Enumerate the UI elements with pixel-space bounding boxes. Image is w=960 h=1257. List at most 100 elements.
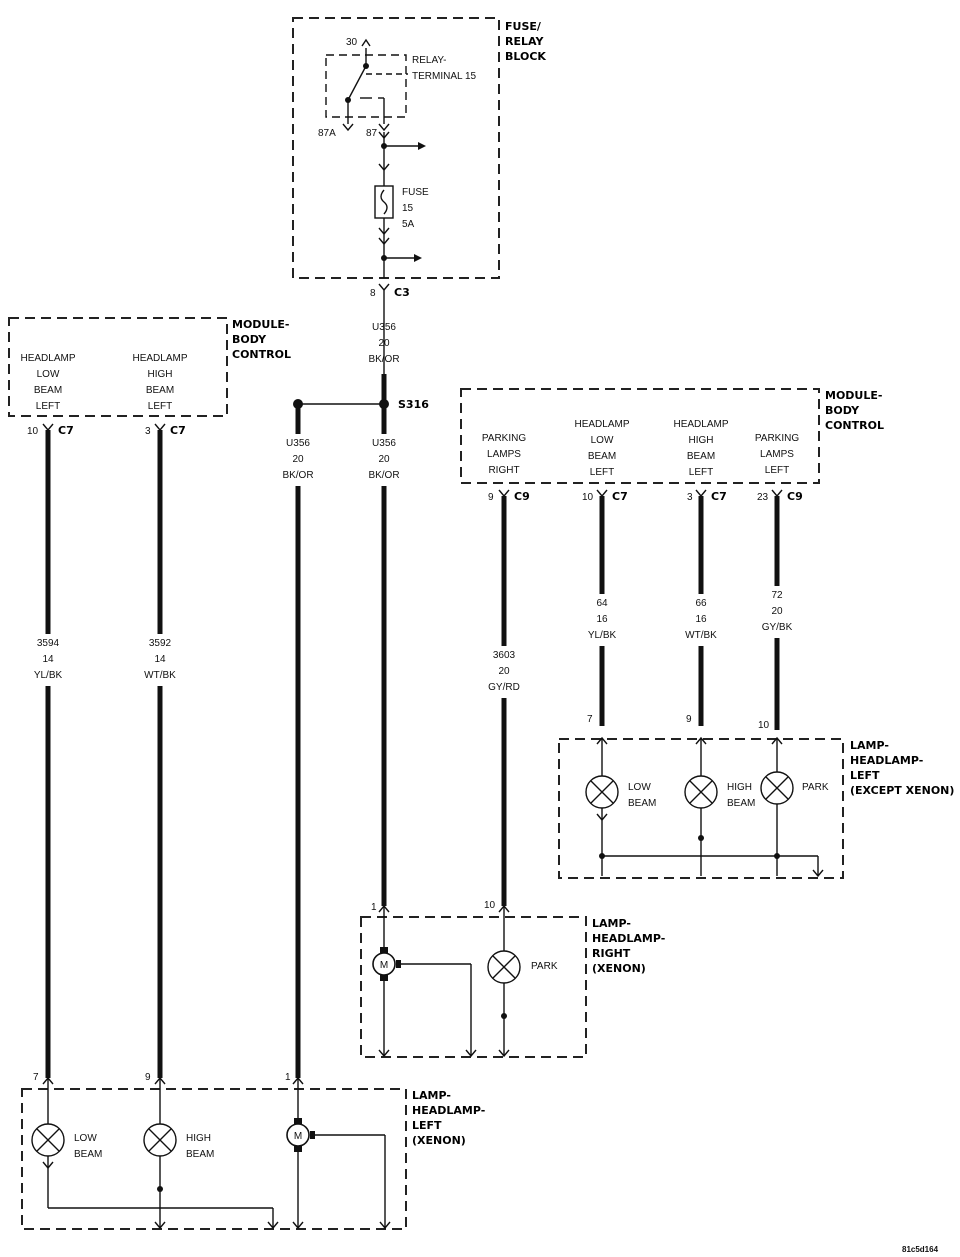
relay-pin-87a: 87A xyxy=(318,128,336,139)
u356-top-gauge: 20 xyxy=(378,338,390,349)
fuse-relay-title-2: RELAY xyxy=(505,35,544,48)
bcm-left-low-1: HEADLAMP xyxy=(20,353,75,364)
relay-pin-87a-terminal xyxy=(342,123,354,132)
lamp-except-title-1: LAMP- xyxy=(850,739,889,752)
wire-66-circuit: 66 xyxy=(695,598,707,609)
lamp-except-xenon-outline xyxy=(558,738,844,879)
relay-pin-87: 87 xyxy=(366,128,378,139)
lamp-right-title-3: RIGHT xyxy=(592,947,631,960)
bcm-left-high-3: BEAM xyxy=(146,385,174,396)
relay-pin-30: 30 xyxy=(346,37,358,48)
wire-64-color: YL/BK xyxy=(588,630,617,641)
wire-u356-a-label-bg xyxy=(276,434,320,486)
bcm-right-low-4: LEFT xyxy=(590,467,614,478)
c3-connector: 8 C3 U356 20 BK/OR xyxy=(368,283,410,374)
fuse-terminal-bottom-b xyxy=(378,237,390,246)
r-low-terminal xyxy=(596,489,608,498)
left-low-terminal xyxy=(42,423,54,432)
r-high-pin: 3 xyxy=(687,492,693,503)
bcm-left: MODULE- BODY CONTROL HEADLAMP LOW BEAM L… xyxy=(8,317,291,417)
bcm-left-low-3: BEAM xyxy=(34,385,62,396)
wire-u356-a-gauge: 20 xyxy=(292,454,304,465)
wire-3592-label-bg xyxy=(140,634,180,686)
r-high-terminal xyxy=(695,489,707,498)
relay-label-1: RELAY- xyxy=(412,55,446,66)
relay-pin-30-terminal xyxy=(361,38,371,47)
wire-64-circuit: 64 xyxy=(596,598,608,609)
lamp-right-park-ground-terminal xyxy=(498,1049,510,1058)
bcm-right-high-4: LEFT xyxy=(689,467,713,478)
lamp-except-pin-high: 9 xyxy=(686,714,692,725)
lamp-right-xenon: LAMP- HEADLAMP- RIGHT (XENON) 1 10 M PAR… xyxy=(360,900,665,1058)
lamp-right-motor-ground-terminal xyxy=(465,1049,477,1058)
lamp-except-pin-park: 10 xyxy=(758,720,770,731)
bcm-right-parkl-2: LAMPS xyxy=(760,449,794,460)
lamp-except-high-dot xyxy=(698,835,704,841)
right-park-bulb-cross xyxy=(492,955,516,979)
wire-72-gauge: 20 xyxy=(771,606,783,617)
splice-s316: S316 xyxy=(293,374,429,411)
wire-72-label-bg xyxy=(757,586,797,638)
bcm-right-title-1: MODULE- xyxy=(825,389,882,402)
bcm-right-parkr-2: LAMPS xyxy=(487,449,521,460)
c3-terminal-symbol xyxy=(378,283,390,292)
wire-u356-b-circuit: U356 xyxy=(372,438,396,449)
lamp-right-park-dot xyxy=(501,1013,507,1019)
bcm-left-low-2: LOW xyxy=(37,369,60,380)
wire-3603-label-bg xyxy=(484,646,524,698)
left-low-pin: 10 xyxy=(27,426,39,437)
bcm-left-outline xyxy=(8,317,228,417)
fuse-terminal-top xyxy=(378,163,390,172)
bcm-left-high-4: LEFT xyxy=(148,401,172,412)
wire-u356-a-circuit: U356 xyxy=(286,438,310,449)
lamp-left-high-dot xyxy=(157,1186,163,1192)
lamp-right-title-1: LAMP- xyxy=(592,917,631,930)
motor-icon xyxy=(372,952,396,976)
bcm-left-title-1: MODULE- xyxy=(232,318,289,331)
lamp-except-title-4: (EXCEPT XENON) xyxy=(850,784,954,797)
relay-pin-87-terminal xyxy=(378,123,390,132)
bcm-right-high-1: HEADLAMP xyxy=(673,419,728,430)
left-high-conn: C7 xyxy=(170,424,186,437)
feed-branch-arrow-2 xyxy=(414,254,422,262)
low-beam-bulb-cross xyxy=(590,780,614,804)
r-parkl-pin: 23 xyxy=(757,492,769,503)
bcm-left-low-4: LEFT xyxy=(36,401,60,412)
r-park-terminal xyxy=(498,489,510,498)
fuse-terminal-bottom-a xyxy=(378,227,390,236)
bcm-right-connectors: 9 C9 10 C7 3 C7 23 C9 xyxy=(488,489,803,503)
fuse-relay-block: FUSE/ RELAY BLOCK 30 87A 87 RELAY- TERMI… xyxy=(292,17,546,279)
lamp-except-low-ground-terminal xyxy=(596,813,608,822)
lamp-left-ground-terminal xyxy=(267,1221,279,1230)
fuse-label-1: FUSE xyxy=(402,187,429,198)
r-park-conn: C9 xyxy=(514,490,530,503)
bcm-right-outline xyxy=(460,388,820,484)
lamp-left-title-4: (XENON) xyxy=(412,1134,466,1147)
wire-3603: 3603 20 GY/RD xyxy=(484,496,524,906)
wire-3594: 3594 14 YL/BK xyxy=(28,430,68,1078)
lamp-right-motor-bottom-terminal xyxy=(378,1049,390,1058)
left-motor-icon xyxy=(286,1123,310,1147)
lamp-right-title-4: (XENON) xyxy=(592,962,646,975)
bcm-left-high-1: HEADLAMP xyxy=(132,353,187,364)
wire-3594-label-bg xyxy=(28,634,68,686)
fuse-relay-title-3: BLOCK xyxy=(505,50,546,63)
bcm-right-low-1: HEADLAMP xyxy=(574,419,629,430)
wire-u356-b-color: BK/OR xyxy=(368,470,399,481)
lamp-left-title-1: LAMP- xyxy=(412,1089,451,1102)
r-low-pin: 10 xyxy=(582,492,594,503)
c3-pin: 8 xyxy=(370,288,376,299)
lamp-left-low-ground-terminal xyxy=(42,1161,54,1170)
r-low-conn: C7 xyxy=(612,490,628,503)
wire-3594-color: YL/BK xyxy=(34,670,63,681)
lamp-left-xenon: LAMP- HEADLAMP- LEFT (XENON) 7 9 1 LOW B… xyxy=(21,1072,485,1230)
lamp-left-motor-tab xyxy=(310,1131,315,1139)
lamp-left-motor-label: M xyxy=(294,1131,302,1142)
wire-3592-gauge: 14 xyxy=(154,654,166,665)
left-low-conn: C7 xyxy=(58,424,74,437)
wire-3592-circuit: 3592 xyxy=(149,638,172,649)
s316-label: S316 xyxy=(398,398,429,411)
wire-72-color: GY/BK xyxy=(762,622,793,633)
bcm-right-parkl-1: PARKING xyxy=(755,433,799,444)
lamp-except-high-1: HIGH xyxy=(727,782,752,793)
